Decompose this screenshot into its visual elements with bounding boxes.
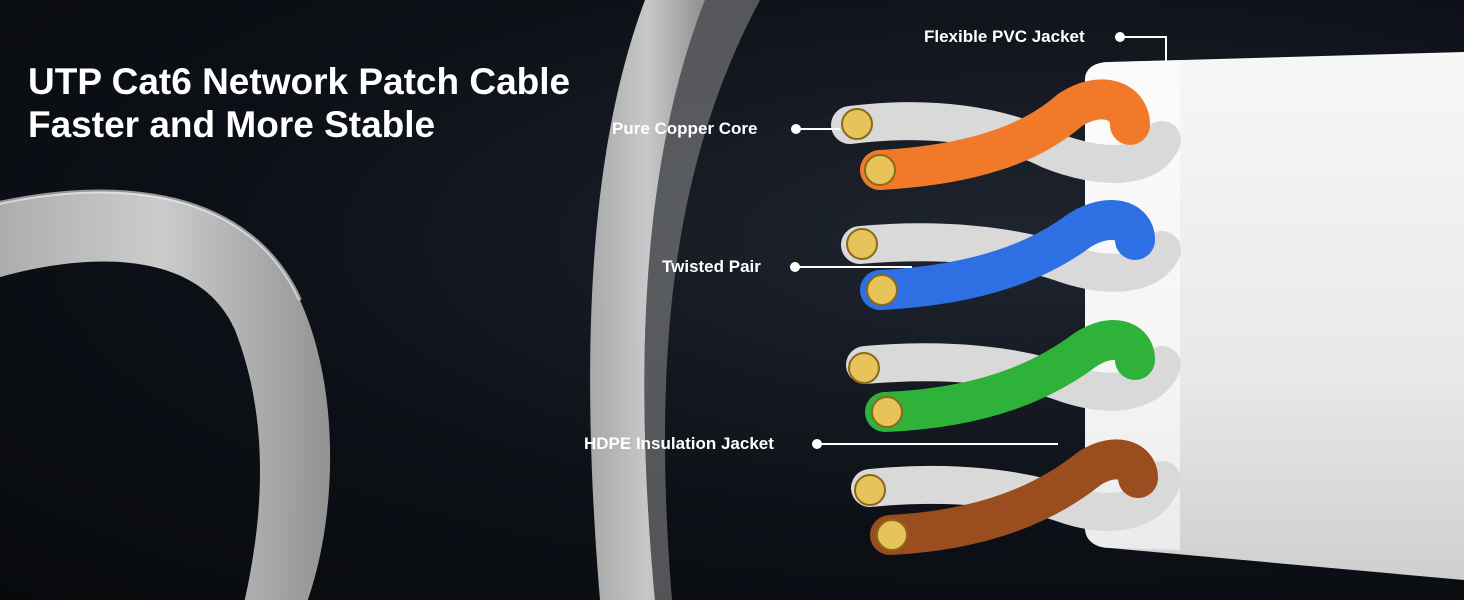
callout-insulation: HDPE Insulation Jacket (584, 434, 774, 453)
callout-copper: Pure Copper Core (612, 119, 758, 138)
headline-line-1: UTP Cat6 Network Patch Cable (28, 61, 571, 102)
headline-line-2: Faster and More Stable (28, 104, 436, 145)
blue-white-pair (841, 200, 1181, 310)
callout-lines (790, 32, 1167, 449)
orange-white-pair (831, 79, 1181, 190)
green-white-pair (846, 320, 1181, 432)
left-cable-loop (0, 189, 331, 600)
callout-jacket: Flexible PVC Jacket (924, 27, 1085, 46)
callout-twisted: Twisted Pair (662, 257, 761, 276)
middle-cable-arc (590, 0, 760, 600)
headline: UTP Cat6 Network Patch Cable Faster and … (28, 60, 570, 146)
brown-white-pair (851, 439, 1181, 555)
